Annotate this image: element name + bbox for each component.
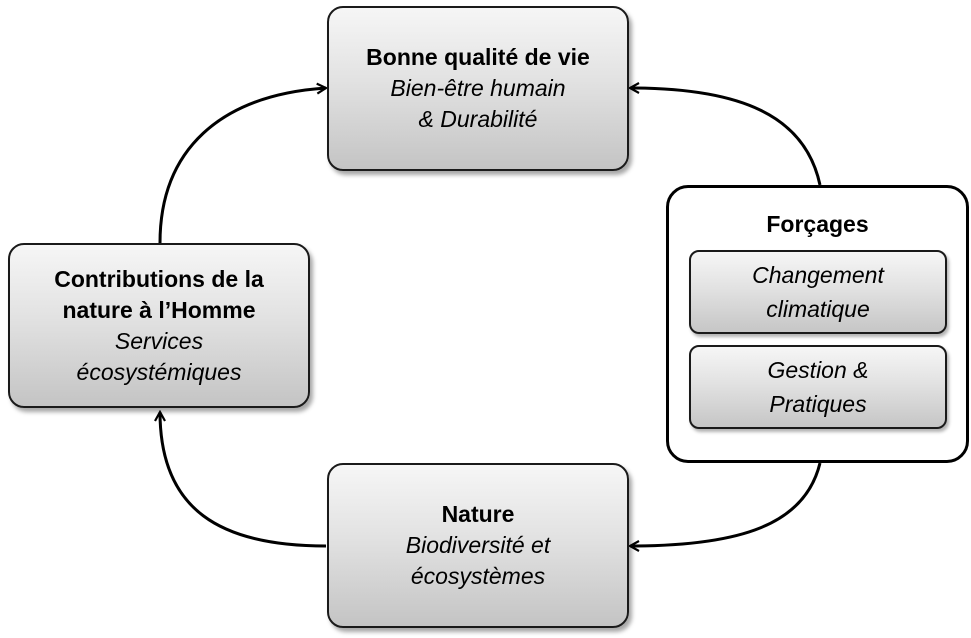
drivers-container: Forçages Changement climatique Gestion &… bbox=[666, 185, 969, 463]
quality-of-life-line2: & Durabilité bbox=[418, 106, 538, 132]
driver-climate-change-line1: Changement bbox=[752, 262, 884, 288]
driver-climate-change: Changement climatique bbox=[689, 250, 947, 334]
nature-contributions-title-line1: Contributions de la bbox=[54, 265, 264, 292]
quality-of-life-box: Bonne qualité de vie Bien-être humain & … bbox=[327, 6, 629, 171]
nature-title: Nature bbox=[441, 501, 515, 527]
driver-climate-change-line2: climatique bbox=[766, 296, 870, 322]
quality-of-life-line1: Bien-être humain bbox=[390, 75, 566, 101]
arrow-contributions-to-quality bbox=[158, 88, 326, 244]
driver-management-practices: Gestion & Pratiques bbox=[689, 345, 947, 429]
arrow-drivers-to-nature bbox=[630, 462, 822, 546]
drivers-title: Forçages bbox=[766, 211, 869, 237]
arrow-nature-to-contributions bbox=[160, 412, 327, 548]
quality-of-life-title: Bonne qualité de vie bbox=[366, 44, 590, 70]
nature-contributions-line1: Services bbox=[114, 327, 204, 354]
nature-box: Nature Biodiversité et écosystèmes bbox=[327, 463, 629, 628]
arrow-drivers-to-quality bbox=[630, 88, 822, 186]
nature-contributions-title-line2: nature à l’Homme bbox=[62, 296, 256, 323]
nature-line2: écosystèmes bbox=[410, 563, 546, 589]
driver-management-line2: Pratiques bbox=[769, 391, 867, 417]
nature-contributions-line2: écosystémiques bbox=[76, 358, 242, 385]
nature-contributions-box: Contributions de la nature à l’Homme Ser… bbox=[8, 243, 310, 408]
driver-management-line1: Gestion & bbox=[767, 357, 869, 383]
nature-line1: Biodiversité et bbox=[405, 532, 551, 558]
